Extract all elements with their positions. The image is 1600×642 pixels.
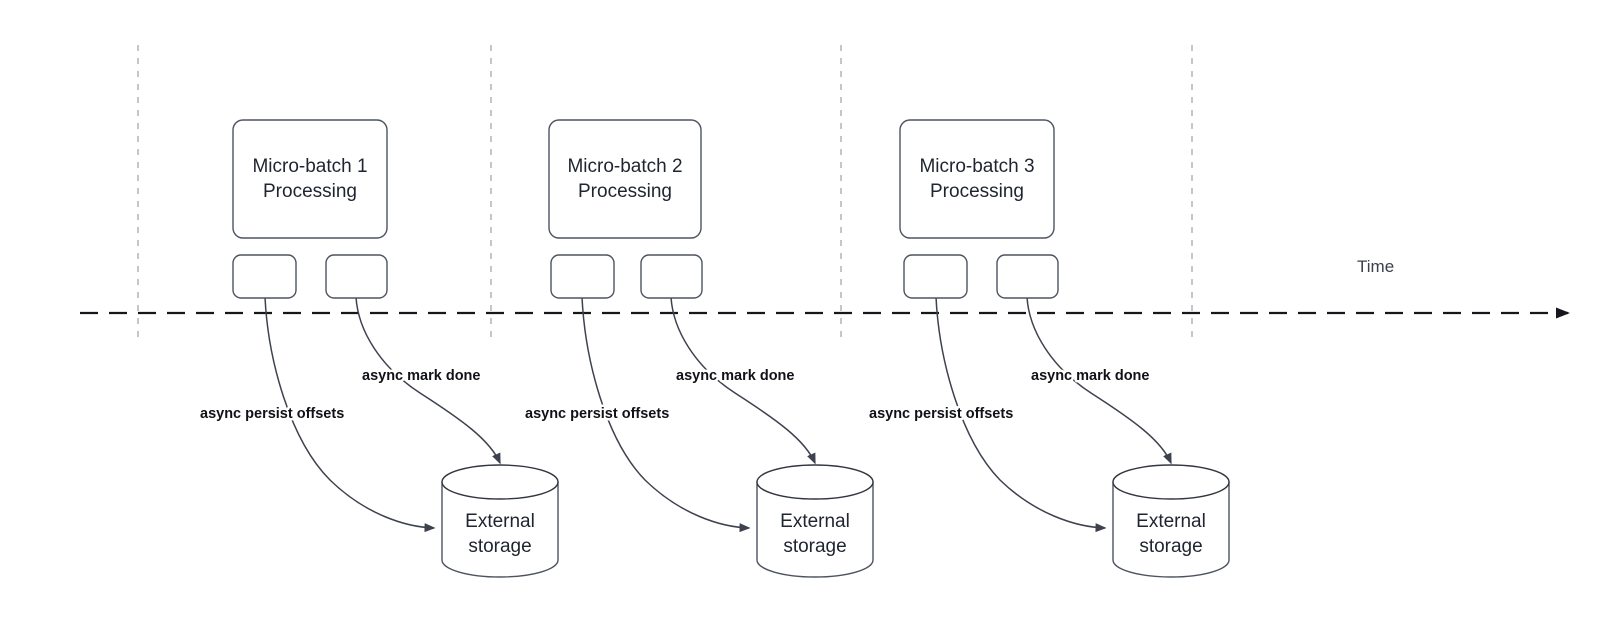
batch-1-storage-top bbox=[441, 464, 559, 500]
async-mark-done-edge-2 bbox=[670, 296, 816, 465]
async-persist-offsets-edge-1-label: async persist offsets bbox=[200, 406, 344, 422]
async-persist-offsets-edge-3-label: async persist offsets bbox=[869, 406, 1013, 422]
async-persist-offsets-edge-1 bbox=[264, 296, 436, 533]
nodes-group: Micro-batch 1ProcessingExternalstorageMi… bbox=[232, 119, 1230, 578]
batch-3-label-line2: Processing bbox=[930, 181, 1024, 202]
batch-1-label-line1: Micro-batch 1 bbox=[252, 156, 367, 177]
batch-2-storage-label-line2: storage bbox=[783, 536, 846, 557]
async-mark-done-edge-3-label-halo: async mark done bbox=[1031, 368, 1149, 384]
batch-1-label-line2: Processing bbox=[263, 181, 357, 202]
async-persist-offsets-edge-2-label: async persist offsets bbox=[525, 406, 669, 422]
flow-edges-group bbox=[264, 296, 1172, 533]
batch-2-label-line2: Processing bbox=[578, 181, 672, 202]
mark-done-task-2[interactable] bbox=[640, 254, 703, 299]
async-mark-done-edge-2-label-halo: async mark done bbox=[676, 368, 794, 384]
batch-3-storage-body bbox=[1112, 481, 1230, 578]
async-persist-offsets-edge-3-label-halo: async persist offsets bbox=[869, 406, 1013, 422]
tick-lines-group bbox=[137, 45, 1193, 340]
async-mark-done-edge-1-label: async mark done bbox=[362, 368, 480, 384]
batch-2-box[interactable] bbox=[548, 119, 702, 239]
mark-done-task-3[interactable] bbox=[996, 254, 1059, 299]
batch-1-storage-label-line1: External bbox=[465, 511, 535, 532]
batch-2-storage-label-line1: External bbox=[780, 511, 850, 532]
async-persist-offsets-edge-1-label-halo: async persist offsets bbox=[200, 406, 344, 422]
async-persist-offsets-edge-3 bbox=[935, 296, 1107, 533]
batch-2-storage-body bbox=[756, 481, 874, 578]
batch-2-label-line1: Micro-batch 2 bbox=[567, 156, 682, 177]
async-mark-done-edge-3-label: async mark done bbox=[1031, 368, 1149, 384]
mark-done-task-1[interactable] bbox=[325, 254, 388, 299]
batch-1-storage-body bbox=[441, 481, 559, 578]
batch-3-box[interactable] bbox=[899, 119, 1055, 239]
batch-2-storage-top bbox=[756, 464, 874, 500]
batch-3-storage-top bbox=[1112, 464, 1230, 500]
async-mark-done-edge-1 bbox=[355, 296, 501, 465]
batch-1-storage-label-line2: storage bbox=[468, 536, 531, 557]
persist-offsets-task-2[interactable] bbox=[550, 254, 615, 299]
async-mark-done-edge-3 bbox=[1026, 296, 1172, 465]
batch-3-storage-label-line1: External bbox=[1136, 511, 1206, 532]
async-mark-done-edge-1-label-halo: async mark done bbox=[362, 368, 480, 384]
batch-1-box[interactable] bbox=[232, 119, 388, 239]
time-axis-label: Time bbox=[1357, 257, 1394, 276]
async-persist-offsets-edge-2 bbox=[581, 296, 751, 533]
batch-3-label-line1: Micro-batch 3 bbox=[919, 156, 1034, 177]
edge-labels-group: async persist offsets async persist offse… bbox=[198, 366, 1152, 425]
async-mark-done-edge-2-label: async mark done bbox=[676, 368, 794, 384]
persist-offsets-task-1[interactable] bbox=[232, 254, 297, 299]
async-persist-offsets-edge-2-label-halo: async persist offsets bbox=[525, 406, 669, 422]
batch-3-storage-label-line2: storage bbox=[1139, 536, 1202, 557]
persist-offsets-task-3[interactable] bbox=[903, 254, 968, 299]
